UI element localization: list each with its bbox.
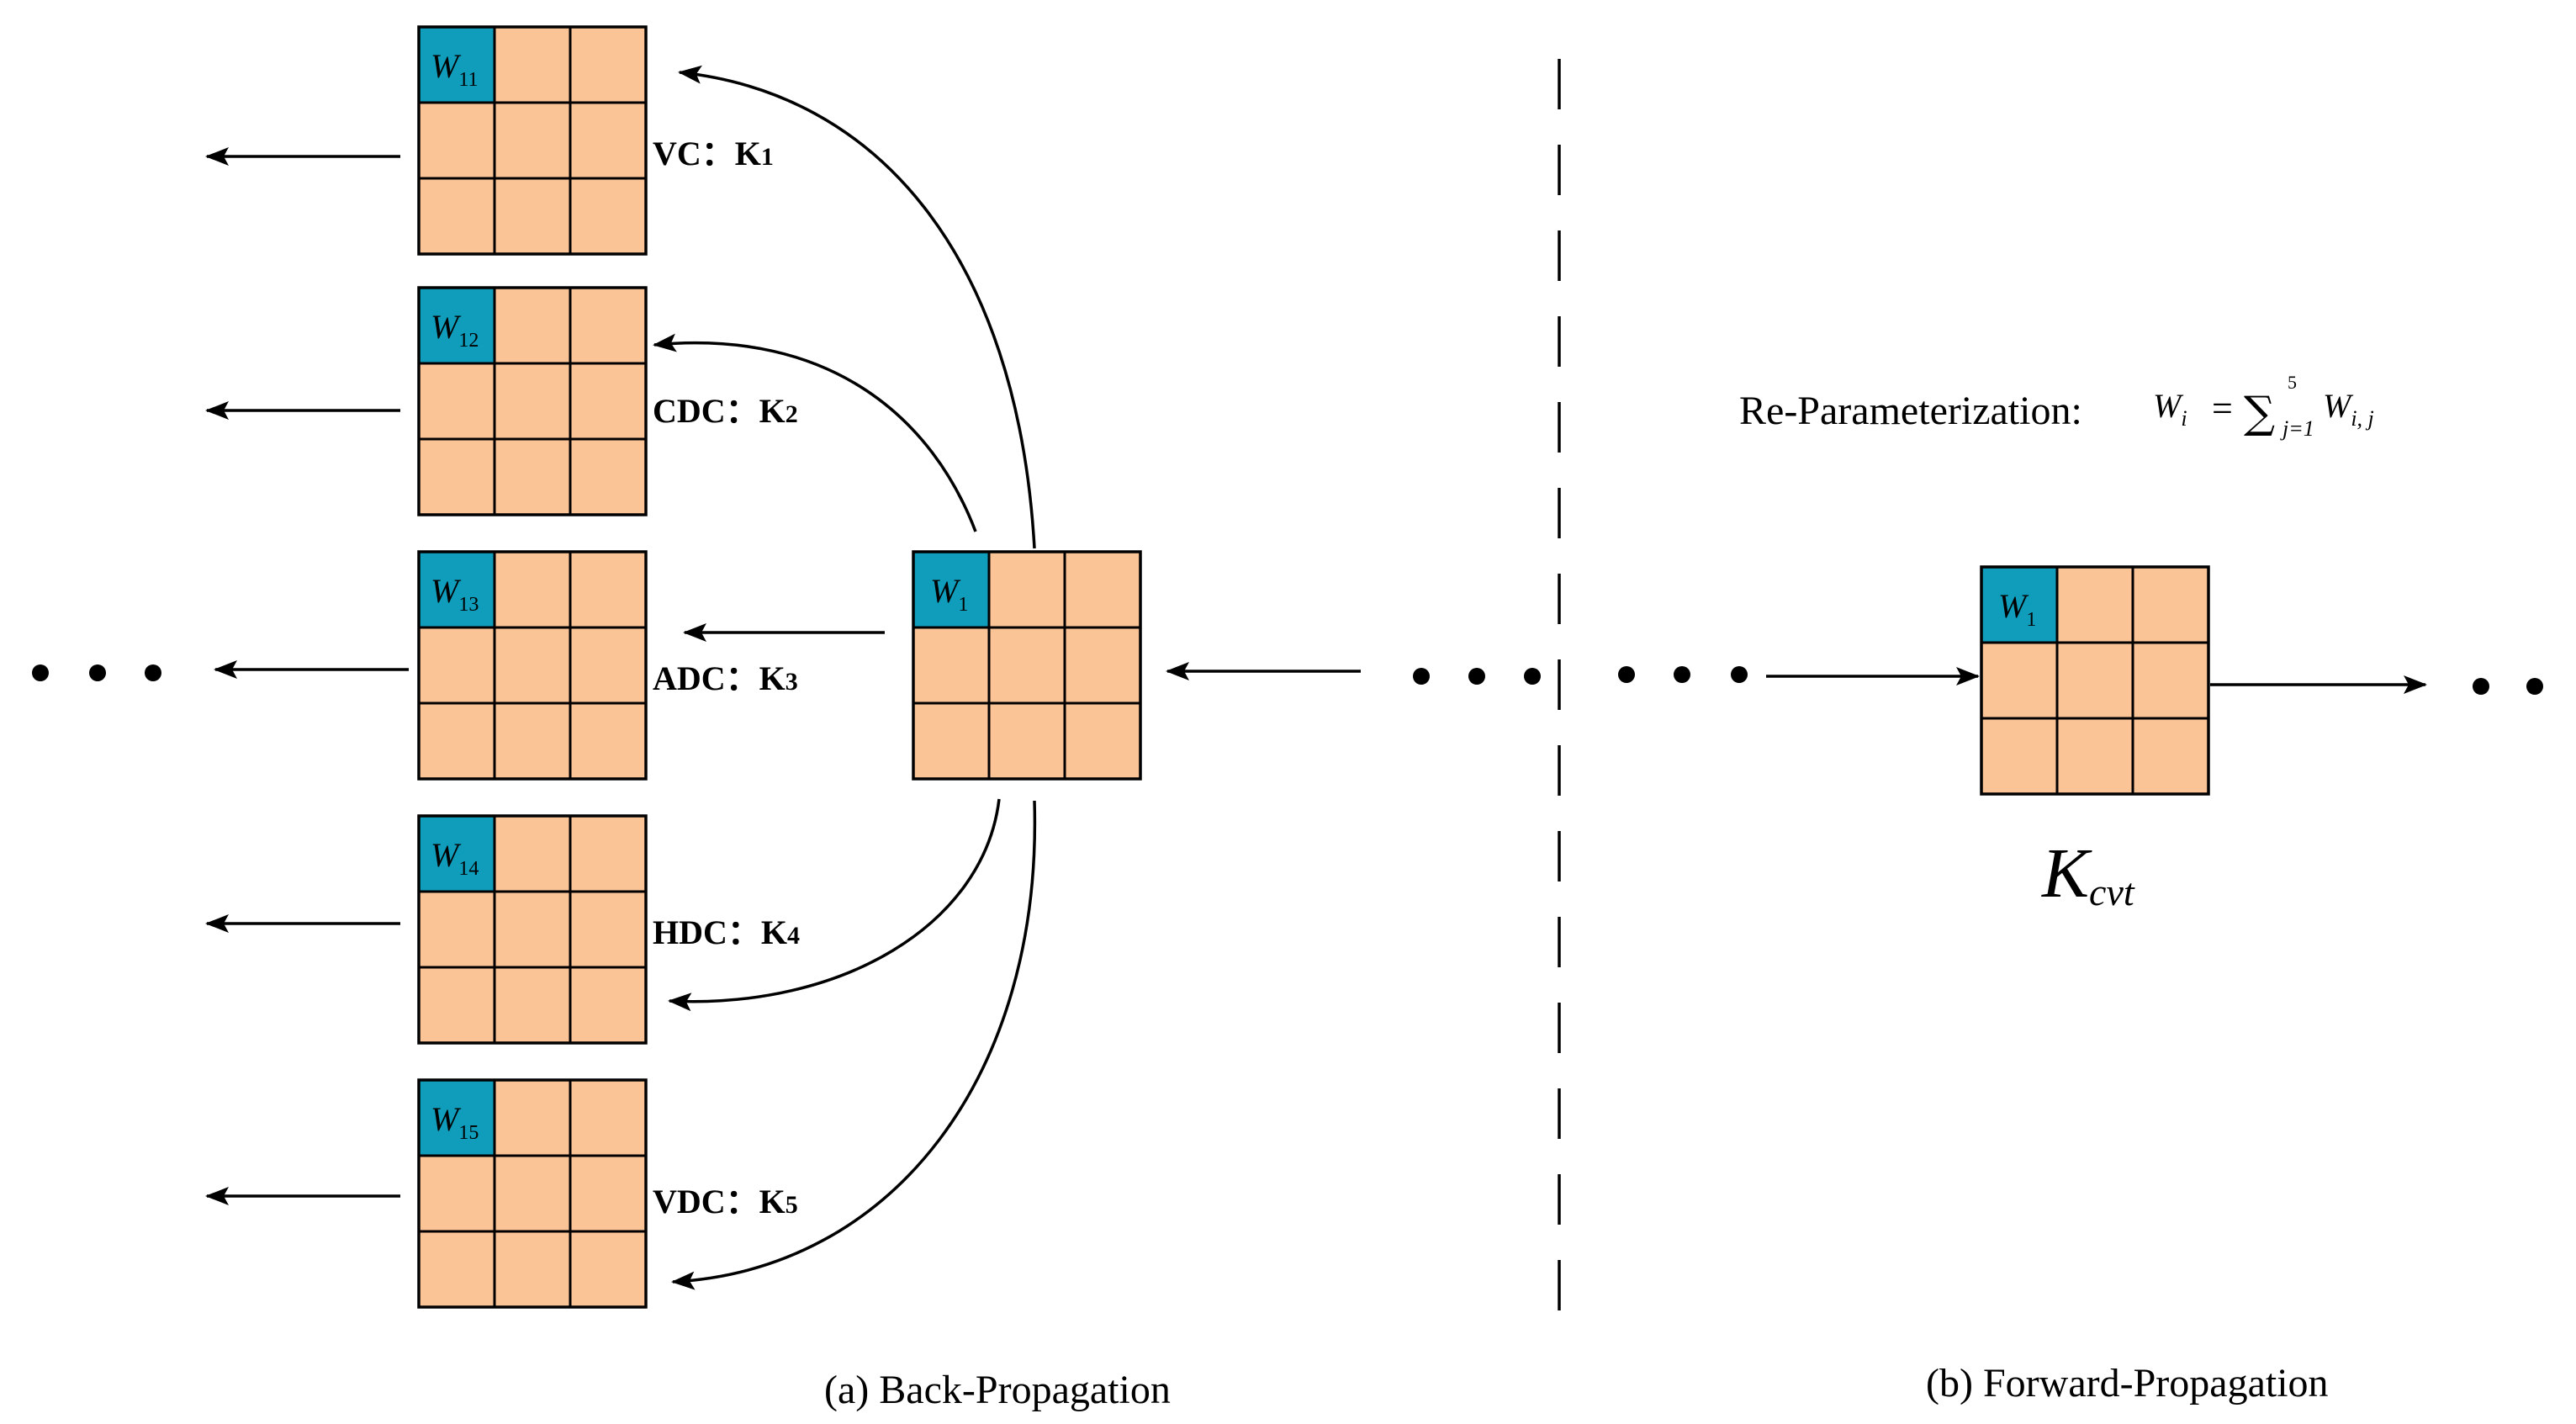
weight-label-w13: W13 xyxy=(431,572,479,616)
ellipsis-left xyxy=(32,664,161,681)
center-kernel: W1 xyxy=(912,550,1142,781)
curve-arrow-to-vc xyxy=(678,65,1036,549)
formula-sum-lower: j=1 xyxy=(2280,416,2314,441)
kernel-label-cdc: CDC：K2 xyxy=(653,392,798,430)
formula-sum-upper: 5 xyxy=(2288,372,2297,393)
ellipsis-center-left xyxy=(1413,668,1541,685)
weight-label-w12: W12 xyxy=(431,308,479,352)
ellipsis-right xyxy=(2473,678,2543,695)
weight-label-w1-right: W1 xyxy=(1998,587,2036,631)
weight-label-w1-center: W1 xyxy=(930,572,968,616)
right-kernel: W1 xyxy=(1980,565,2210,796)
kernel-label-hdc: HDC：K4 xyxy=(653,913,800,951)
left-kernel-hdc: W14 xyxy=(417,814,648,1045)
formula-rhs: Wi, j xyxy=(2323,387,2374,431)
weight-label-w14: W14 xyxy=(431,836,479,880)
curve-arrow-to-vdc xyxy=(671,800,1037,1290)
ellipsis-center-right xyxy=(1618,666,1748,683)
left-kernel-vc: W11 xyxy=(417,25,648,256)
curve-arrow-to-cdc xyxy=(653,333,977,532)
caption-back-propagation: (a) Back-Propagation xyxy=(824,1368,1171,1412)
reparam-formula: Re-Parameterization: Wi = ∑ 5 j=1 Wi, j xyxy=(1739,372,2374,441)
formula-equals: = xyxy=(2212,388,2233,429)
left-kernel-vdc: W15 xyxy=(417,1078,648,1309)
left-kernel-cdc: W12 xyxy=(417,286,648,516)
formula-sum: ∑ xyxy=(2244,388,2275,438)
kernel-label-vdc: VDC：K5 xyxy=(653,1183,798,1220)
weight-label-w11: W11 xyxy=(431,47,478,91)
kernel-label-adc: ADC：K3 xyxy=(653,659,798,697)
kernel-label-vc: VC：K1 xyxy=(653,135,774,172)
formula-lhs: Wi xyxy=(2153,387,2187,431)
kernel-name-kcvt: Kcvt xyxy=(2041,834,2135,913)
weight-label-w15: W15 xyxy=(431,1100,479,1144)
left-kernel-adc: W13 xyxy=(417,550,648,781)
caption-forward-propagation: (b) Forward-Propagation xyxy=(1926,1361,2329,1405)
formula-label: Re-Parameterization: xyxy=(1739,389,2082,433)
curve-arrow-to-hdc xyxy=(668,798,1001,1012)
